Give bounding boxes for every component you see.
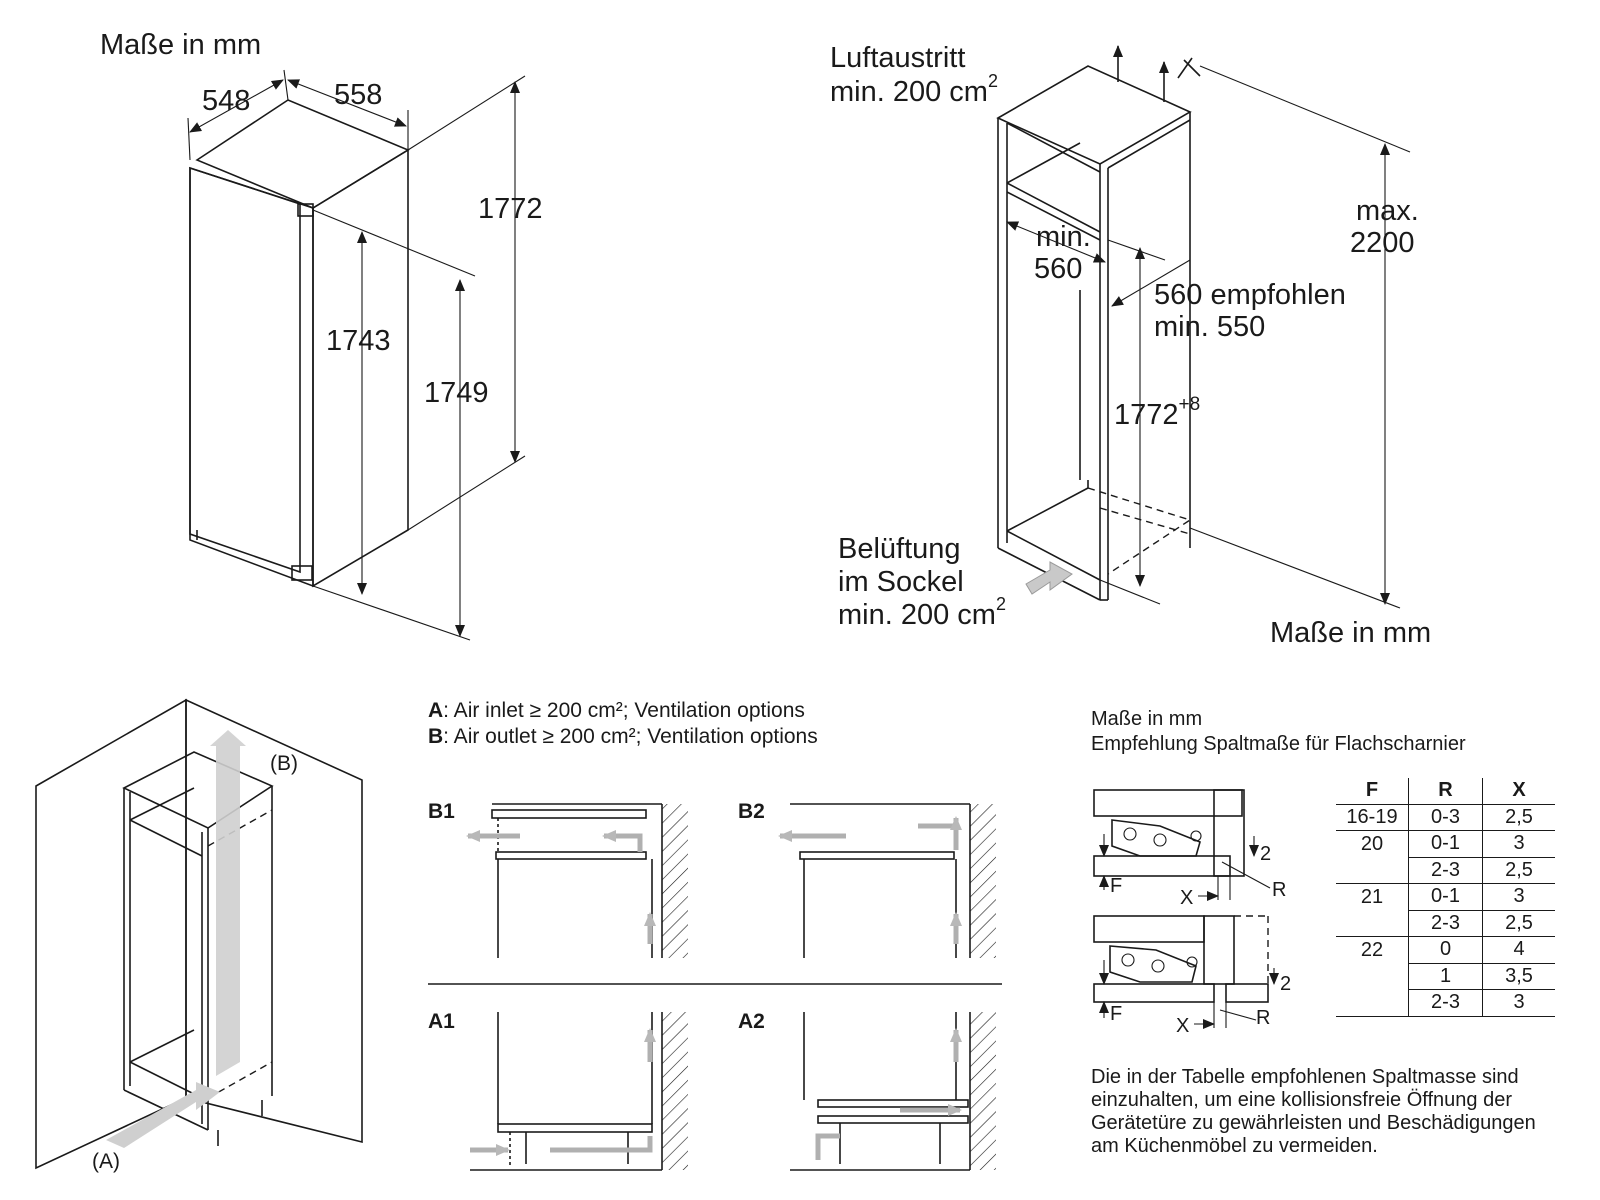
ventilation-options: B1 B2 A1 A2 [428, 800, 1002, 1171]
gap-table-header-r: R [1408, 778, 1483, 805]
door-hinge-bottom [291, 565, 313, 581]
heading-units-left: Maße in mm [100, 29, 261, 61]
label-x-lower: X [1176, 1015, 1189, 1037]
outlet-airflow-arrow [210, 730, 246, 1076]
dim-total-height: 1772 [478, 193, 543, 225]
air-outlet-label-2: min. 200 cm [830, 76, 988, 108]
vent-label-3: min. 200 cm [838, 599, 996, 631]
recommended-depth: 560 empfohlen [1154, 279, 1346, 311]
gap-table-header-x: X [1482, 778, 1555, 805]
label-2-upper: 2 [1260, 843, 1271, 865]
vent-label-1: Belüftung [838, 533, 961, 565]
legend-air-inlet: A: Air inlet ≥ 200 cm²; Ventilation opti… [428, 699, 805, 722]
inlet-airflow-arrow [106, 1082, 220, 1148]
footer-units-right: Maße in mm [1270, 617, 1431, 649]
isometric-airflow-drawing: (B) (A) [35, 698, 363, 1173]
panel-label-a1: A1 [428, 1010, 455, 1033]
niche-top [996, 65, 1192, 165]
label-r-upper: R [1272, 879, 1286, 901]
niche-height: 1772 [1114, 399, 1179, 431]
panel-b2 [778, 803, 996, 958]
gap-title: Empfehlung Spaltmaße für Flachscharnier [1091, 733, 1466, 755]
label-2-lower: 2 [1280, 973, 1291, 995]
panel-label-b2: B2 [738, 800, 765, 823]
min-width-value: 560 [1034, 253, 1082, 285]
label-f-lower: F [1110, 1003, 1122, 1025]
label-f-upper: F [1110, 875, 1122, 897]
niche-dimension-drawing: Luftaustritt min. 200 cm2 max. 2200 [830, 42, 1431, 649]
dim-door-height: 1743 [326, 325, 391, 357]
svg-text:1772+8: 1772+8 [1114, 394, 1200, 431]
max-label: max. [1356, 195, 1419, 227]
legend-air-outlet: B: Air outlet ≥ 200 cm²; Ventilation opt… [428, 725, 818, 748]
panel-a2 [790, 1012, 996, 1171]
dim-width: 558 [334, 79, 382, 111]
left-wall [35, 698, 187, 1170]
appliance-dimension-drawing: Maße in mm 548 558 1772 1743 1749 [100, 29, 543, 641]
appliance-front-face [189, 166, 314, 588]
gap-units: Maße in mm [1091, 708, 1203, 730]
hinge-detail-upper: F X R 2 [1093, 789, 1286, 909]
appliance-door [189, 166, 301, 574]
panel-label-a2: A2 [738, 1010, 765, 1033]
max-value: 2200 [1350, 227, 1415, 259]
gap-section-header: Maße in mm Empfehlung Spaltmaße für Flac… [1091, 707, 1466, 757]
panel-b1 [466, 803, 688, 958]
label-x-upper: X [1180, 887, 1193, 909]
dim-body-height: 1749 [424, 377, 489, 409]
iso-label-a: (A) [92, 1150, 120, 1173]
gap-note: Die in der Tabelle empfohlenen Spaltmass… [1091, 1066, 1536, 1157]
svg-text:min. 200 cm2: min. 200 cm2 [838, 594, 1006, 631]
panel-a1 [470, 1012, 688, 1171]
panel-label-b1: B1 [428, 800, 455, 823]
label-r-lower: R [1256, 1007, 1270, 1029]
dim-depth: 548 [202, 85, 250, 117]
gap-table-header-f: F [1336, 778, 1409, 805]
hinge-gap-details: F X R 2 F X R 2 [1093, 789, 1291, 1037]
min-width-label: min. [1036, 221, 1091, 253]
hinge-detail-lower: F X R 2 [1093, 915, 1291, 1037]
svg-text:min. 200 cm2: min. 200 cm2 [830, 71, 998, 108]
minimum-depth: min. 550 [1154, 311, 1265, 343]
iso-label-b: (B) [270, 752, 298, 775]
right-wall [185, 698, 363, 1144]
air-outlet-label-1: Luftaustritt [830, 42, 965, 74]
vent-label-2: im Sockel [838, 566, 964, 598]
